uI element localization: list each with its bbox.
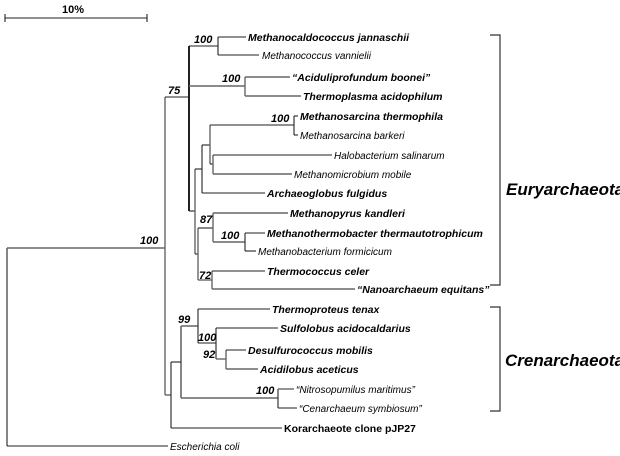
leaf-label: Methanothermobacter thermautotrophicum	[267, 228, 483, 240]
bootstrap-value: 100	[198, 332, 217, 344]
bootstrap-values: 100 75 100 100 100 87 100 72 99 100 92 1…	[140, 34, 290, 397]
euryarchaeota-bracket: Euryarchaeota	[490, 34, 620, 286]
leaf-label: Thermococcus celer	[267, 266, 370, 278]
bootstrap-value: 99	[178, 314, 191, 326]
leaf-label: “Nanoarchaeum equitans”	[357, 284, 490, 296]
scale-bar-label: 10%	[62, 4, 84, 16]
bootstrap-value: 87	[200, 214, 213, 226]
leaf-label: Halobacterium salinarum	[334, 151, 445, 162]
leaf-label: Thermoplasma acidophilum	[303, 91, 442, 103]
bootstrap-value: 100	[222, 73, 241, 85]
leaf-label: Methanococcus vannielii	[262, 51, 372, 62]
bootstrap-value: 100	[221, 230, 240, 242]
bootstrap-value: 100	[256, 385, 275, 397]
leaf-label: “Aciduliprofundum boonei”	[292, 72, 431, 84]
group-label-euryarchaeota: Euryarchaeota	[506, 180, 620, 199]
scale-bar: 10%	[4, 4, 148, 22]
bootstrap-value: 100	[194, 34, 213, 46]
leaf-label: Archaeoglobus fulgidus	[266, 188, 387, 200]
crenarchaeota-bracket: Crenarchaeota	[490, 306, 620, 412]
leaf-label: Methanopyrus kandleri	[290, 208, 406, 220]
bootstrap-value: 72	[199, 270, 211, 282]
bootstrap-value: 100	[271, 113, 290, 125]
leaf-label: Desulfurococcus mobilis	[248, 345, 373, 357]
leaf-label: Korarchaeote clone pJP27	[284, 423, 416, 435]
group-label-crenarchaeota: Crenarchaeota	[505, 351, 620, 370]
leaf-label: “Nitrosopumilus maritimus”	[296, 385, 416, 396]
leaf-label: Methanosarcina barkeri	[300, 131, 405, 142]
leaf-label: Methanosarcina thermophila	[300, 111, 443, 123]
leaf-label: Acidilobus aceticus	[259, 364, 359, 376]
bootstrap-value: 100	[140, 235, 159, 247]
bootstrap-value: 92	[203, 349, 215, 361]
tree-branches	[6, 36, 355, 447]
leaf-label: Sulfolobus acidocaldarius	[280, 323, 411, 335]
bootstrap-value: 75	[168, 85, 181, 97]
leaf-label: Methanobacterium formicicum	[258, 247, 392, 258]
leaf-label: Thermoproteus tenax	[272, 304, 381, 316]
leaf-label: Methanomicrobium mobile	[294, 170, 412, 181]
leaf-label: Methanocaldococcus jannaschii	[248, 32, 410, 44]
leaf-labels: Methanocaldococcus jannaschii Methanococ…	[170, 32, 490, 453]
leaf-label: Escherichia coli	[170, 442, 240, 453]
leaf-label: “Cenarchaeum symbiosum”	[299, 404, 422, 415]
